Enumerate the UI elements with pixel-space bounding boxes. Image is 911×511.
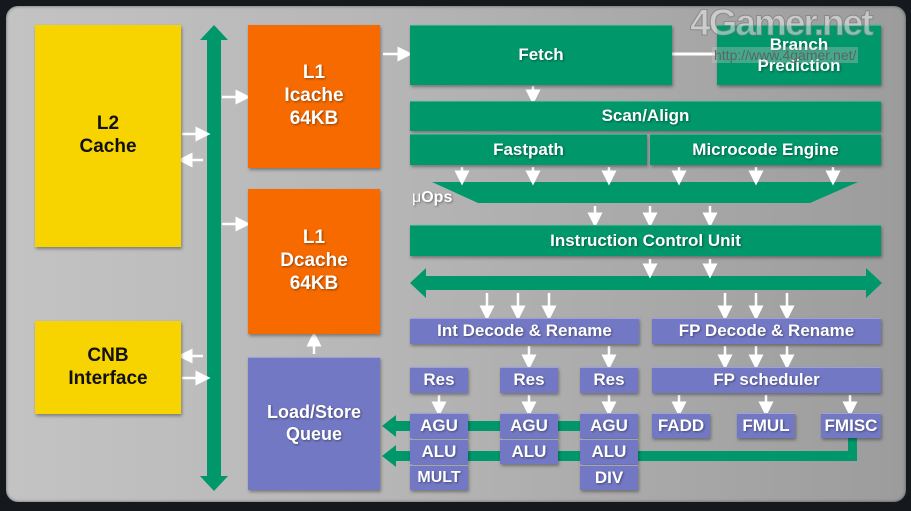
horizontal-bus (410, 268, 882, 298)
int-res-station-1: Res (410, 367, 468, 393)
result-bus-agu (382, 415, 585, 437)
agu-unit-3: AGU (580, 413, 638, 438)
agu-unit-2: AGU (500, 413, 558, 438)
int-decode-rename-block: Int Decode & Rename (410, 318, 639, 344)
uops-bus (432, 182, 858, 203)
cnb-interface-block: CNB Interface (35, 321, 181, 414)
fadd-unit: FADD (652, 413, 710, 438)
vertical-bus (200, 25, 228, 491)
fp-scheduler-block: FP scheduler (652, 367, 881, 393)
watermark-logo: 4Gamer.net (690, 2, 875, 44)
microcode-engine-block: Microcode Engine (650, 134, 881, 165)
watermark-url: http://www.4gamer.net/ (712, 47, 859, 63)
fetch-block: Fetch (410, 25, 672, 85)
instruction-control-unit-block: Instruction Control Unit (410, 225, 881, 256)
l1-dcache-block: L1 Dcache 64KB (248, 189, 380, 334)
fastpath-block: Fastpath (410, 134, 647, 165)
mult-unit: MULT (410, 465, 468, 490)
load-store-queue-block: Load/Store Queue (248, 357, 380, 490)
fmisc-unit: FMISC (821, 413, 881, 438)
alu-unit-1: ALU (410, 439, 468, 464)
int-res-station-3: Res (580, 367, 638, 393)
white-arrows (177, 46, 858, 417)
agu-unit-1: AGU (410, 413, 468, 438)
branch-prediction-block: Branch Prediction (717, 25, 881, 85)
div-unit: DIV (580, 465, 638, 490)
l1-icache-block: L1 Icache 64KB (248, 25, 380, 168)
int-res-station-2: Res (500, 367, 558, 393)
fmul-unit: FMUL (737, 413, 795, 438)
alu-unit-2: ALU (500, 439, 558, 464)
l2-cache-block: L2 Cache (35, 25, 181, 247)
scan-align-block: Scan/Align (410, 101, 881, 131)
alu-unit-3: ALU (580, 439, 638, 464)
uops-label: μOps (412, 189, 453, 206)
fp-decode-rename-block: FP Decode & Rename (652, 318, 881, 344)
